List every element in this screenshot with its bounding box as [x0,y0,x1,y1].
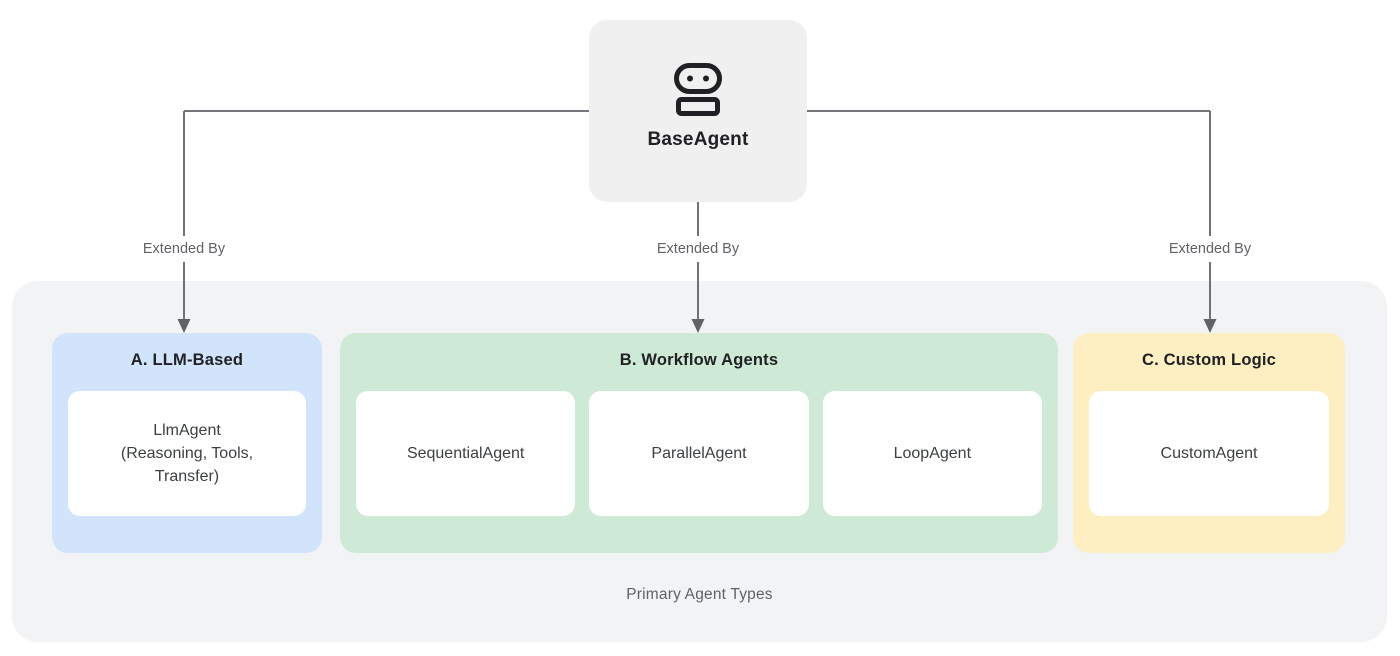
container-caption: Primary Agent Types [626,586,773,603]
base-agent-label: BaseAgent [647,128,749,150]
group-workflow-title: B. Workflow Agents [619,351,779,369]
group-llm-cards: LlmAgent (Reasoning, Tools, Transfer) [68,391,306,516]
node-sequential-agent: SequentialAgent [356,391,576,516]
primary-agent-types-container: A. LLM-Based LlmAgent (Reasoning, Tools,… [12,281,1387,642]
group-workflow-agents: B. Workflow Agents SequentialAgent Paral… [340,333,1058,553]
node-loop-agent: LoopAgent [822,391,1042,516]
node-parallel-agent: ParallelAgent [589,391,809,516]
robot-icon [674,62,722,116]
node-custom-agent: CustomAgent [1089,391,1329,516]
robot-eye-right [703,75,709,81]
robot-body [676,96,720,116]
group-workflow-cards: SequentialAgent ParallelAgent LoopAgent [356,391,1042,516]
robot-head [674,62,722,94]
group-custom-title: C. Custom Logic [1141,351,1277,369]
edge-label-middle: Extended By [649,236,747,262]
edge-label-left: Extended By [135,236,233,262]
group-llm-title: A. LLM-Based [130,351,244,369]
node-llm-agent: LlmAgent (Reasoning, Tools, Transfer) [68,391,306,516]
base-agent-node: BaseAgent [589,20,807,202]
group-custom-cards: CustomAgent [1089,391,1329,516]
group-custom-logic: C. Custom Logic CustomAgent [1073,333,1345,553]
robot-eye-left [687,75,693,81]
group-llm-based: A. LLM-Based LlmAgent (Reasoning, Tools,… [52,333,322,553]
edge-label-right: Extended By [1161,236,1259,262]
